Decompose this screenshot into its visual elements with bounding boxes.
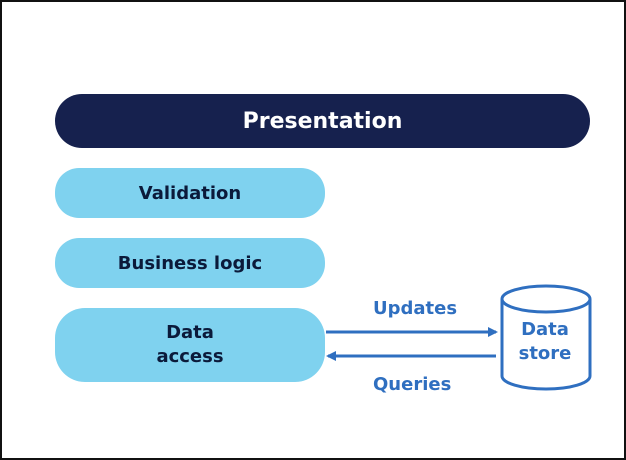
queries-label: Queries xyxy=(373,374,452,395)
validation-layer: Validation xyxy=(55,168,325,218)
presentation-layer: Presentation xyxy=(55,94,590,148)
data-store-cylinder xyxy=(500,284,592,391)
updates-label: Updates xyxy=(373,298,458,319)
data-store-label: Data store xyxy=(518,319,572,365)
business-logic-layer: Business logic xyxy=(55,238,325,288)
data-access-layer: Data access xyxy=(55,308,325,382)
